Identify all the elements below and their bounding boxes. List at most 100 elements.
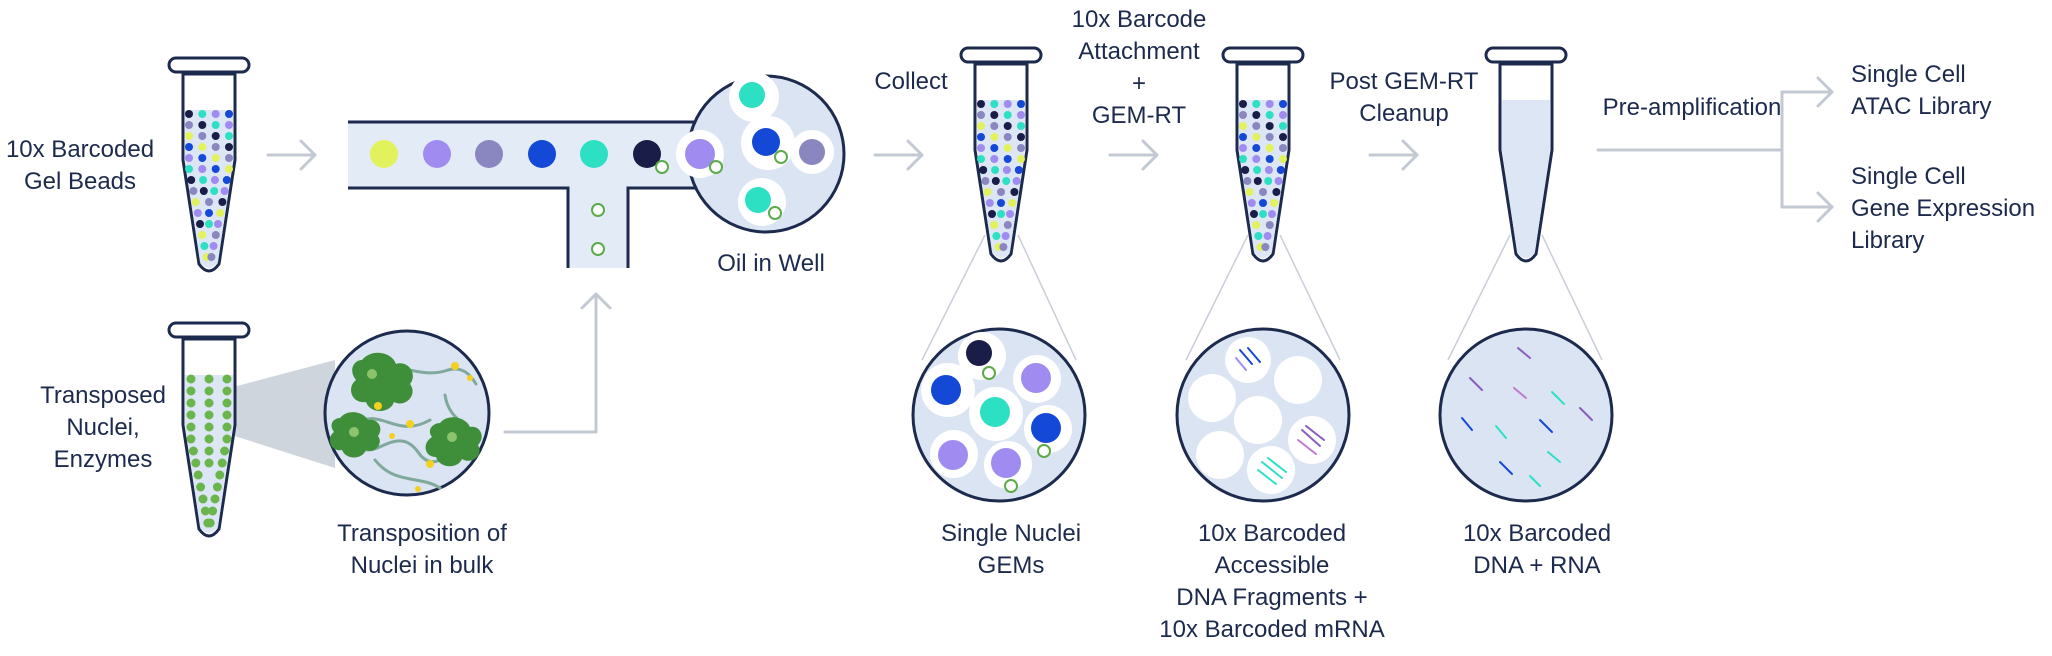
- bead-dot: [977, 100, 985, 108]
- bead-dot: [225, 110, 233, 118]
- bead-dot: [1014, 166, 1023, 174]
- arrow-preamp-split: [1596, 76, 1834, 223]
- bead-dot: [997, 210, 1005, 218]
- bead-dot: [997, 199, 1005, 207]
- bead-dot: [983, 188, 992, 196]
- bead-dot: [1279, 133, 1287, 141]
- zoom-cones: [921, 234, 1603, 361]
- gems-circle: [911, 327, 1087, 503]
- bead-dot: [992, 232, 1001, 240]
- bead-dot: [1276, 166, 1285, 174]
- bead-dot: [218, 198, 227, 206]
- nucleus-dot: [186, 410, 196, 420]
- bead-dot: [977, 133, 985, 141]
- tube-gems: [959, 46, 1043, 263]
- label-line: Enzymes: [53, 446, 153, 473]
- label-line: Gene Expression: [1851, 195, 2036, 222]
- bead-dot: [1252, 133, 1261, 141]
- bead-dot: [990, 155, 999, 163]
- label-line: Library: [1851, 227, 1925, 254]
- bead-dot: [187, 176, 196, 184]
- bead-dot: [198, 110, 207, 118]
- bead-dot: [211, 143, 220, 151]
- nucleus-dot: [210, 494, 220, 504]
- label-line: Pre-amplification: [1602, 94, 1782, 121]
- label-line: Single Cell: [1851, 163, 1966, 190]
- bead-dot: [185, 132, 193, 140]
- label-line: DNA + RNA: [1473, 552, 1601, 579]
- bead-dot: [1239, 155, 1247, 163]
- dna-rna-circle: [1438, 327, 1614, 503]
- tubes: [167, 46, 1568, 538]
- bead-dot: [1268, 210, 1276, 218]
- bead-dot: [185, 121, 193, 129]
- bead-dot: [222, 176, 231, 184]
- bead-dot: [1252, 122, 1261, 130]
- chip-bead: [370, 140, 398, 168]
- nucleus-dot: [205, 518, 215, 528]
- label-line: 10x Barcoded mRNA: [1159, 616, 1385, 643]
- bead-dot: [991, 177, 1000, 185]
- bead-dot: [198, 121, 207, 129]
- bead-dot: [1003, 122, 1012, 130]
- bead-dot: [990, 122, 999, 130]
- bead-dot: [1008, 199, 1017, 207]
- tube-gem-rt: [1221, 46, 1305, 263]
- bead-dot: [997, 188, 1005, 196]
- bead-dot: [1264, 166, 1273, 174]
- bead-dot: [1265, 122, 1274, 130]
- bead-dot: [977, 122, 985, 130]
- label-line: 10x Barcode: [1071, 6, 1207, 33]
- label-line: Transposed: [40, 382, 166, 409]
- bead-dot: [214, 220, 222, 228]
- bead-dot: [1279, 122, 1287, 130]
- arrow-nuclei-to-chip: [503, 292, 612, 434]
- bead-dot: [979, 166, 988, 174]
- bead-dot: [1252, 100, 1261, 108]
- nucleus-dot: [186, 422, 196, 432]
- bead-dot: [1254, 232, 1263, 240]
- nucleus-dot: [217, 458, 227, 468]
- bead-dot: [1259, 210, 1267, 218]
- chip-bead: [580, 140, 608, 168]
- bead-dot: [193, 209, 202, 217]
- label-line: Post GEM-RT: [1329, 68, 1479, 95]
- bead-dot: [985, 199, 994, 207]
- label-line: Accessible: [1214, 552, 1330, 579]
- bead-dot: [1003, 100, 1012, 108]
- chip-droplets: [370, 140, 669, 256]
- label-oil-in-well: Oil in Well: [717, 248, 825, 280]
- chip-bead: [475, 140, 503, 168]
- chip-bead: [423, 140, 451, 168]
- bead-dot: [199, 176, 208, 184]
- label-line: Single Nuclei: [940, 520, 1082, 547]
- label-line: +: [1131, 70, 1147, 97]
- nucleus-dot: [222, 374, 232, 384]
- nucleus-dot: [204, 374, 214, 384]
- bead-dot: [1003, 111, 1012, 119]
- bead-dot: [1259, 199, 1267, 207]
- bead-dot: [1239, 133, 1247, 141]
- bead-dot: [1265, 155, 1274, 163]
- bead-dot: [1006, 210, 1014, 218]
- nucleus-dot: [215, 470, 225, 480]
- arrow-collect: [873, 139, 924, 171]
- nucleus-dot: [222, 434, 232, 444]
- nucleus-dot: [186, 398, 196, 408]
- nucleus-dot: [212, 482, 222, 492]
- bead-dot: [211, 110, 220, 118]
- bead-dot: [1239, 144, 1247, 152]
- bead-dot: [1279, 144, 1287, 152]
- bead-dot: [1003, 144, 1012, 152]
- bead-dot: [198, 143, 207, 151]
- bead-dot: [225, 143, 233, 151]
- label-line: DNA Fragments +: [1176, 584, 1368, 611]
